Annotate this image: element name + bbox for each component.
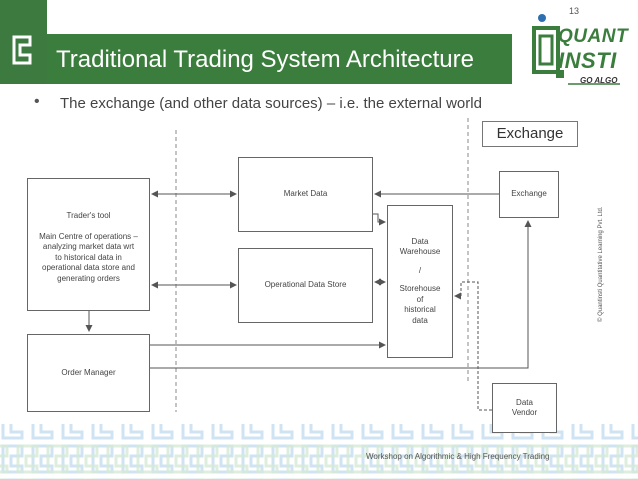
market-data-label: Market Data [283,189,328,199]
traders-tool-line: Main Centre of operations – [39,231,138,241]
dw-line: Warehouse [399,247,441,257]
traders-tool-line: to historical data in [55,252,122,262]
arrow-order-to-exchange [150,220,532,369]
logo-mark-icon [532,14,620,85]
corner-glyph-icon [12,35,32,65]
copyright-text: © Quantinsti Quantitative Learning Pvt. … [598,206,604,323]
traders-tool-box: Trader's tool Main Centre of operations … [27,178,150,311]
ods-label: Operational Data Store [264,280,347,290]
dw-line: historical [404,305,436,315]
exchange-label: Exchange [482,121,578,147]
traders-tool-line: operational data store and [42,263,135,272]
exchange-box-label: Exchange [511,189,547,199]
slide-number: 13 [568,6,579,16]
order-manager-box: Order Manager [27,334,150,412]
data-vendor-box: Data Vendor [492,383,557,433]
bullet-icon: • [34,93,40,110]
slide-title: Traditional Trading System Architecture [56,46,474,73]
arrow-market-to-warehouse [373,213,386,226]
logo-tagline: GO ALGO [580,76,618,85]
bullet-text: The exchange (and other data sources) – … [60,95,482,112]
vendor-line: Vendor [511,408,538,417]
dw-line: of [416,294,424,304]
vendor-line: Data [516,397,533,407]
quantinsti-logo: QUANT INSTI GO ALGO [528,14,628,96]
traders-tool-line: analyzing market data wrt [42,242,135,251]
exchange-box: Exchange [499,171,559,218]
traders-tool-line: generating orders [57,273,120,283]
dw-line: Data [411,236,429,246]
traders-tool-heading: Trader's tool [66,211,111,220]
operational-data-store-box: Operational Data Store [238,248,373,323]
data-warehouse-box: Data Warehouse / Storehouse of historica… [387,205,453,358]
dw-line: / [418,265,422,275]
footer-decoration-green [0,440,638,479]
footer-text: Workshop on Algorithmic & High Frequency… [366,452,550,461]
logo-word-quant: QUANT [558,26,629,47]
dw-line: data [412,315,428,325]
market-data-box: Market Data [238,157,373,232]
logo-word-insti: INSTI [558,48,617,73]
order-manager-label: Order Manager [61,367,116,377]
title-bar [47,34,512,84]
arrow-vendor-to-warehouse [454,281,492,411]
dw-line: Storehouse [399,284,441,294]
title-left-strip [0,0,47,84]
